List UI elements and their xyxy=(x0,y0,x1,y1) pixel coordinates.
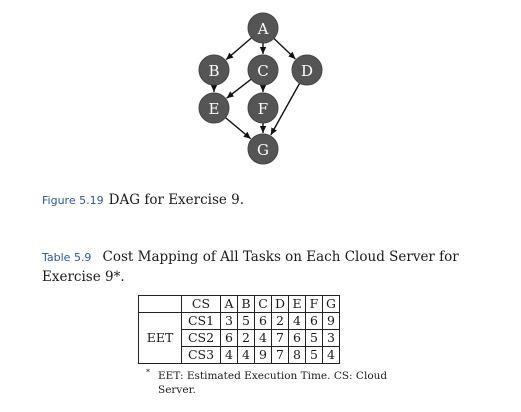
eet-group-label: EET xyxy=(138,312,182,364)
value-cell: 8 xyxy=(288,346,306,364)
value-cell: 5 xyxy=(305,346,323,364)
footnote-marker: * xyxy=(146,368,150,377)
dag-node-circle xyxy=(198,92,230,124)
dag-nodes: A B C D E F G xyxy=(198,12,323,165)
value-cell: 5 xyxy=(237,312,255,330)
value-cell: 2 xyxy=(271,312,289,330)
dag-node-a: A xyxy=(247,12,279,44)
table-row: EET CS1 3 5 6 2 4 6 9 xyxy=(138,312,340,364)
table-header-cell: D xyxy=(271,295,289,313)
table-header-cell: G xyxy=(322,295,340,313)
value-cell: 4 xyxy=(288,312,306,330)
figure-caption: Figure 5.19 DAG for Exercise 9. xyxy=(42,189,244,208)
dag-figure: A B C D E F G xyxy=(198,12,323,165)
table-header-cell: B xyxy=(237,295,255,313)
cost-mapping-table: CS A B C D E F G EET CS1 3 5 6 2 4 6 9 C… xyxy=(138,295,340,364)
table-header-cell: E xyxy=(288,295,306,313)
value-cell: 4 xyxy=(254,329,272,347)
dag-node-label: F xyxy=(258,100,268,118)
table-row: CS3 4 4 9 7 8 5 4 xyxy=(139,346,340,364)
dag-node-label: G xyxy=(257,141,269,159)
value-cell: 7 xyxy=(271,329,289,347)
dag-node-c: C xyxy=(247,54,279,86)
dag-node-b: B xyxy=(198,54,230,86)
table-caption: Table 5.9 Cost Mapping of All Tasks on E… xyxy=(42,247,502,286)
dag-node-circle xyxy=(247,133,279,165)
value-cell: 4 xyxy=(322,346,340,364)
value-cell: 6 xyxy=(254,312,272,330)
table-header-cell: C xyxy=(254,295,272,313)
dag-node-circle xyxy=(247,92,279,124)
value-cell: 7 xyxy=(271,346,289,364)
dag-node-d: D xyxy=(291,54,323,86)
value-cell: 6 xyxy=(220,329,238,347)
dag-node-e: E xyxy=(198,92,230,124)
footnote-text: EET: Estimated Execution Time. CS: Cloud… xyxy=(158,370,388,396)
dag-node-circle xyxy=(291,54,323,86)
table-row: CS2 6 2 4 7 6 5 3 xyxy=(139,329,340,347)
dag-edge-e-g xyxy=(225,117,252,140)
table-caption-text: Cost Mapping of All Tasks on Each Cloud … xyxy=(42,249,459,285)
value-cell: 3 xyxy=(322,329,340,347)
dag-edge-c-e xyxy=(226,78,252,99)
dag-node-g: G xyxy=(247,133,279,165)
value-cell: 6 xyxy=(305,312,323,330)
dag-node-circle xyxy=(198,54,230,86)
table-corner-cell xyxy=(138,295,182,313)
dag-node-circle xyxy=(247,54,279,86)
dag-node-f: F xyxy=(247,92,279,124)
dag-edges xyxy=(210,37,301,140)
dag-node-circle xyxy=(247,12,279,44)
figure-caption-text: DAG for Exercise 9. xyxy=(108,192,245,208)
value-cell: 2 xyxy=(237,329,255,347)
table-header-row: CS A B C D E F G xyxy=(138,295,340,313)
dag-node-label: B xyxy=(208,62,219,80)
table-footnote: * EET: Estimated Execution Time. CS: Clo… xyxy=(146,368,410,397)
dag-node-label: D xyxy=(301,62,313,80)
server-cell: CS3 xyxy=(181,346,221,364)
value-cell: 9 xyxy=(322,312,340,330)
table-header-cell: F xyxy=(305,295,323,313)
table-header-cell: A xyxy=(220,295,238,313)
figure-caption-label: Figure 5.19 xyxy=(42,194,104,207)
value-cell: 4 xyxy=(237,346,255,364)
server-cell: CS2 xyxy=(181,329,221,347)
value-cell: 3 xyxy=(220,312,238,330)
table-header-cell: CS xyxy=(181,295,221,313)
value-cell: 4 xyxy=(220,346,238,364)
table-caption-label: Table 5.9 xyxy=(42,251,92,264)
dag-edge-a-b xyxy=(225,37,253,61)
dag-node-label: E xyxy=(209,100,220,118)
dag-node-label: A xyxy=(257,20,269,38)
dag-node-label: C xyxy=(257,62,268,80)
server-cell: CS1 xyxy=(181,312,221,330)
value-cell: 6 xyxy=(288,329,306,347)
value-cell: 9 xyxy=(254,346,272,364)
dag-edge-d-g xyxy=(270,82,301,136)
dag-edge-a-d xyxy=(273,37,296,60)
value-cell: 5 xyxy=(305,329,323,347)
